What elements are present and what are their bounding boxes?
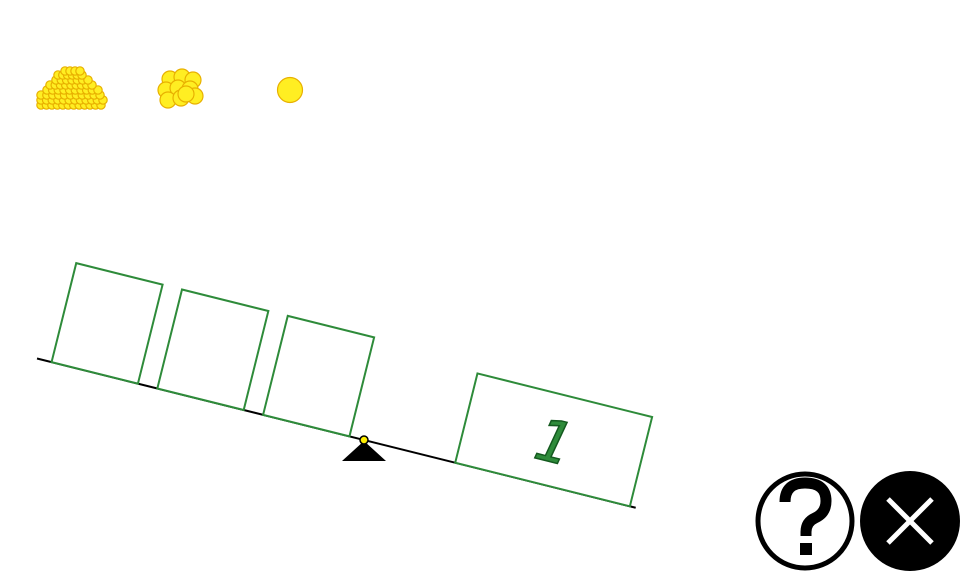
balance-pivot bbox=[342, 441, 386, 461]
left-pan bbox=[50, 261, 376, 438]
left-slot-box-3[interactable] bbox=[261, 314, 376, 438]
balance-beam-group: 1 bbox=[36, 261, 654, 509]
pivot-pin bbox=[359, 435, 369, 445]
counter-dot bbox=[93, 85, 103, 95]
help-button[interactable] bbox=[755, 471, 855, 571]
counter-dot bbox=[75, 66, 85, 76]
ten-counter-cluster[interactable] bbox=[157, 68, 204, 109]
balance-scale: 1 bbox=[36, 261, 654, 509]
counter-dot bbox=[177, 85, 195, 103]
counter-dot bbox=[276, 76, 304, 104]
counter-palette bbox=[36, 66, 304, 110]
one-counter[interactable] bbox=[276, 76, 304, 104]
question-mark-icon bbox=[779, 477, 832, 555]
right-pan: 1 bbox=[453, 372, 654, 508]
close-icon bbox=[886, 497, 934, 545]
right-slot-box-1[interactable] bbox=[453, 372, 654, 508]
close-button[interactable] bbox=[860, 471, 960, 571]
left-slot-box-2[interactable] bbox=[156, 288, 270, 412]
left-slot-box-1[interactable] bbox=[50, 261, 164, 385]
counter-dot bbox=[83, 75, 93, 85]
hundred-counter-pile[interactable] bbox=[36, 66, 108, 110]
